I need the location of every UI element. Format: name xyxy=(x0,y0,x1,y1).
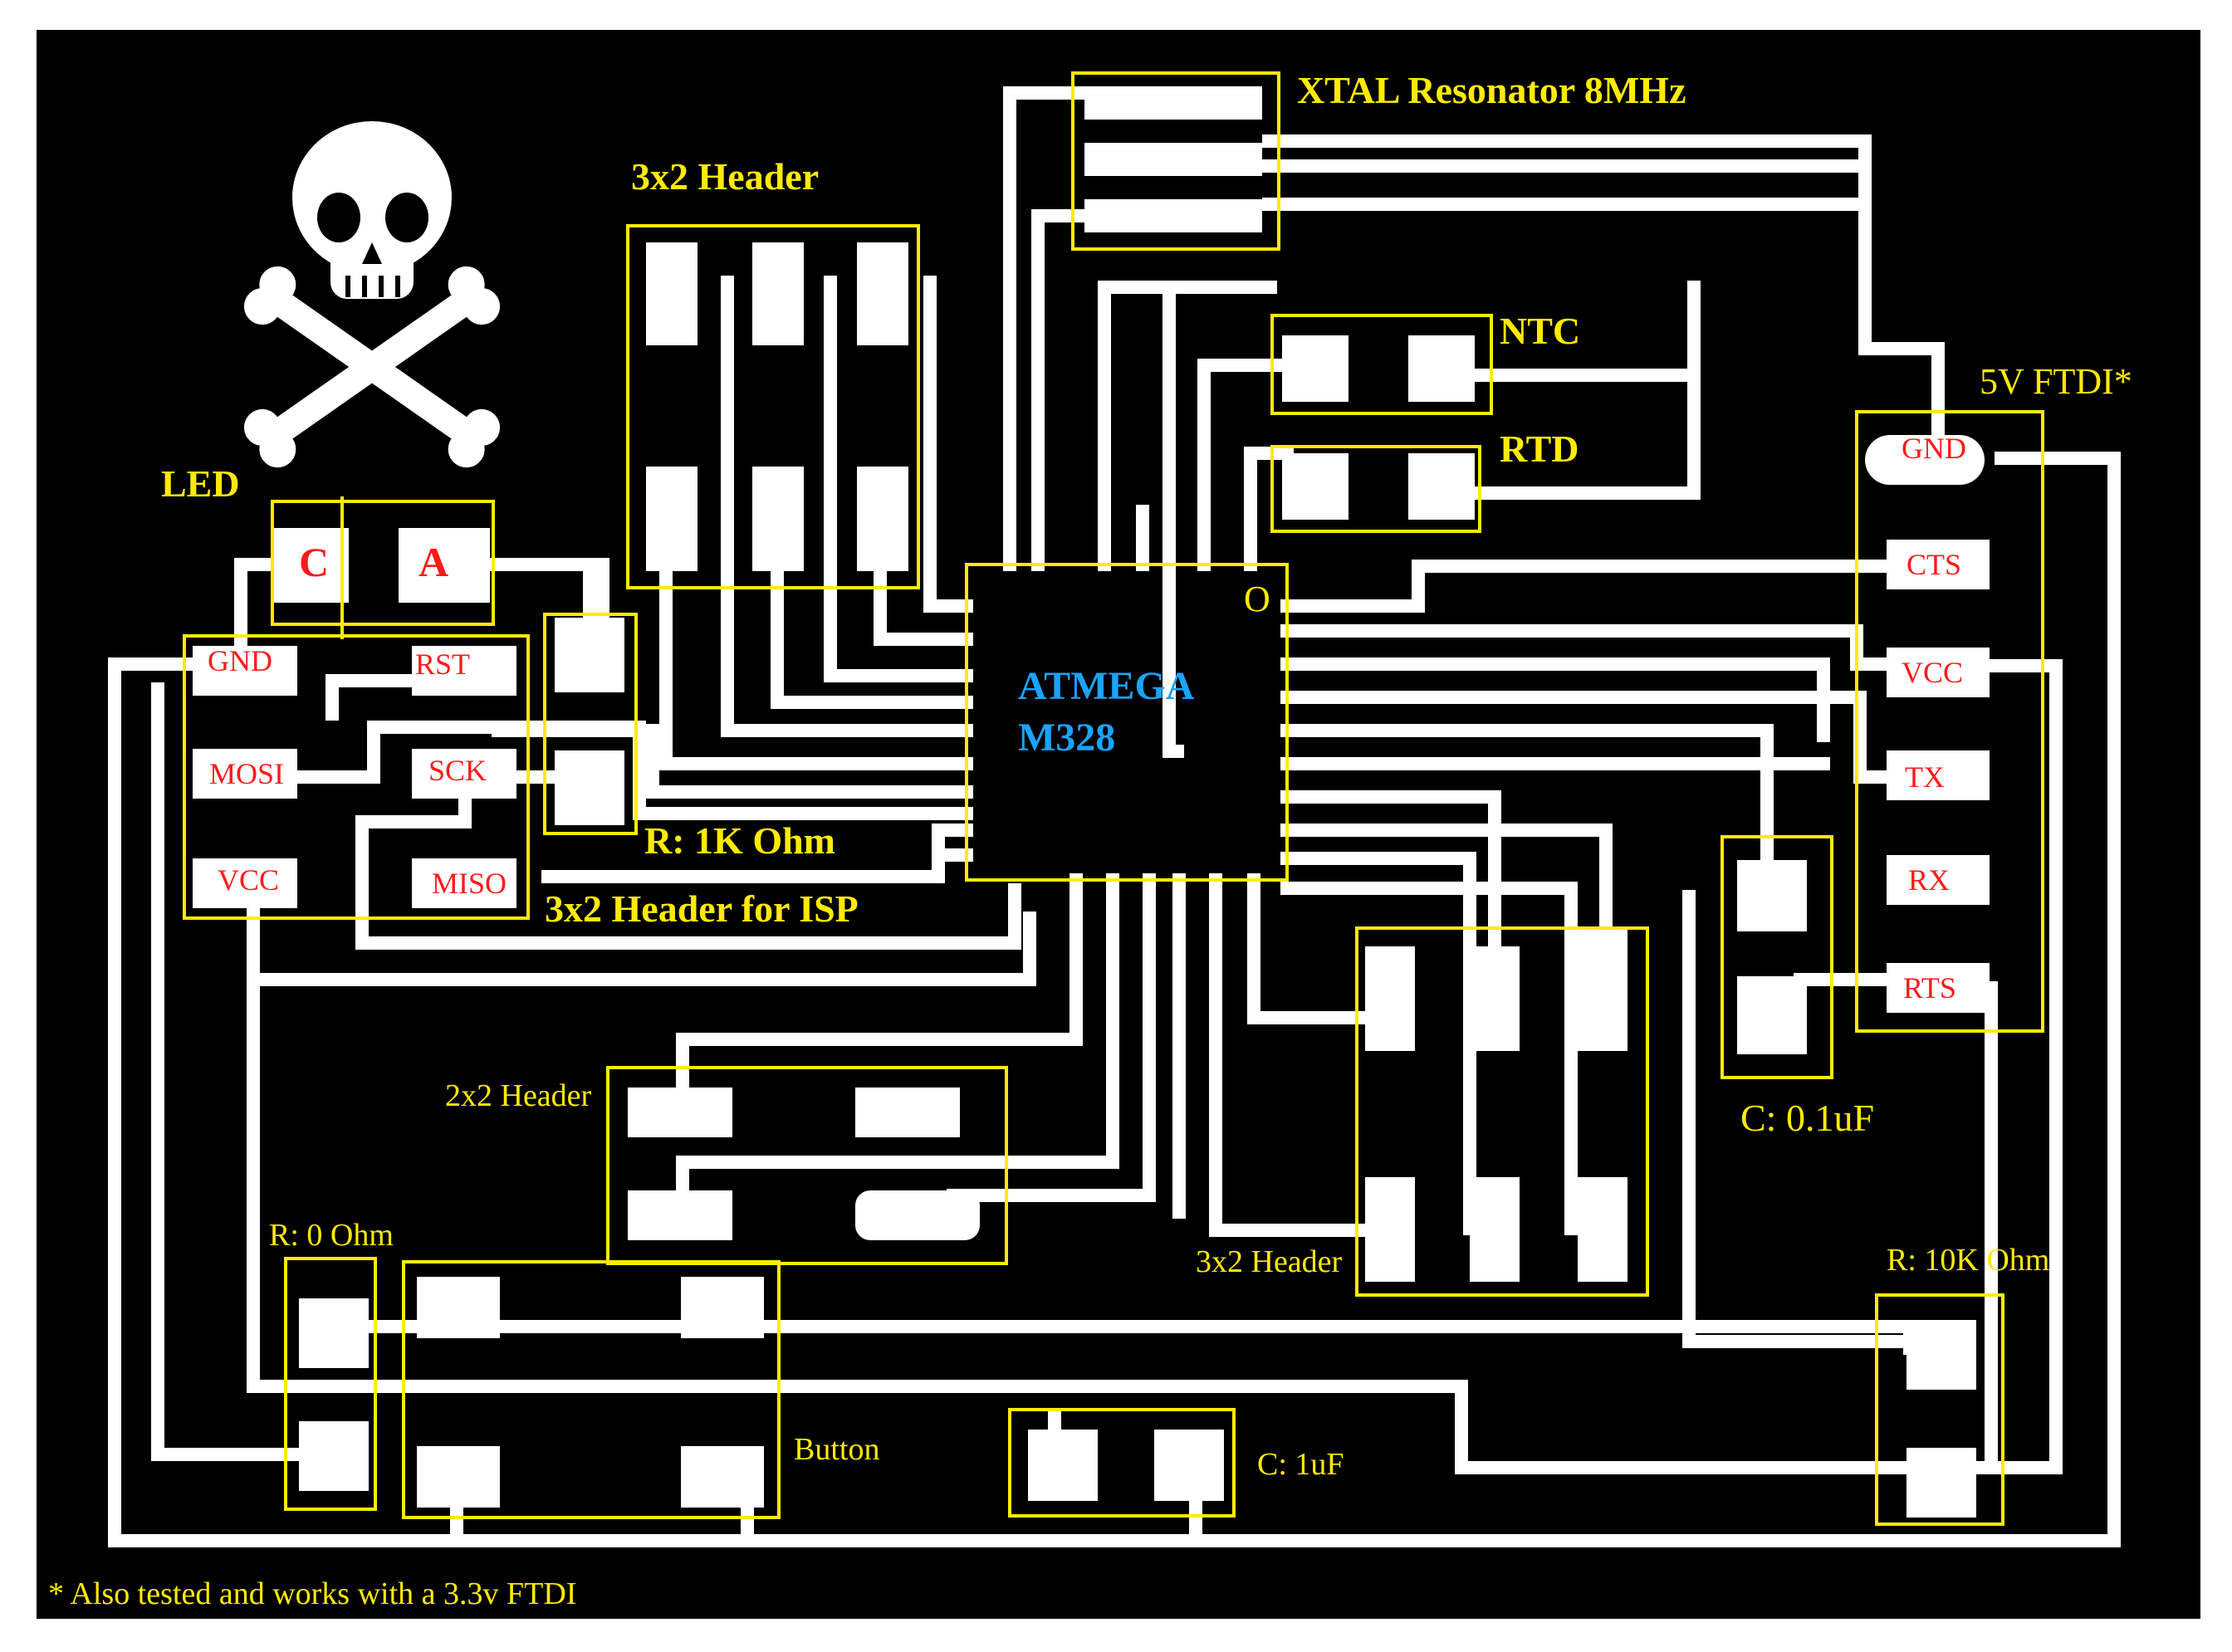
label-led-a: A xyxy=(418,539,448,585)
ftdi-pin-cts: CTS xyxy=(1906,548,1961,581)
label-ftdi: 5V FTDI* xyxy=(1980,361,2132,402)
label-header-top: 3x2 Header xyxy=(631,155,819,198)
ftdi-pin-rts: RTS xyxy=(1903,971,1956,1004)
isp-pin-vcc: VCC xyxy=(218,863,279,897)
label-xtal: XTAL Resonator 8MHz xyxy=(1297,69,1686,111)
label-chip-pin1: O xyxy=(1244,579,1270,619)
isp-pin-miso: MISO xyxy=(432,867,507,900)
label-button: Button xyxy=(794,1432,879,1467)
label-r-10k: R: 10K Ohm xyxy=(1887,1243,2049,1278)
label-chip-line2: M328 xyxy=(1018,716,1115,760)
isp-pin-gnd: GND xyxy=(208,644,272,677)
isp-pin-mosi: MOSI xyxy=(209,757,284,790)
label-c-01uf: C: 0.1uF xyxy=(1740,1097,1874,1139)
skull-and-crossbones-icon xyxy=(243,121,501,468)
component-labels: XTAL Resonator 8MHz 3x2 Header NTC RTD 5… xyxy=(48,69,2132,1611)
label-rtd: RTD xyxy=(1500,428,1579,470)
component-outlines xyxy=(183,71,2044,1526)
ftdi-pin-gnd: GND xyxy=(1902,432,1966,465)
label-ntc: NTC xyxy=(1500,310,1580,352)
label-r-0: R: 0 Ohm xyxy=(269,1218,394,1253)
label-r-1k: R: 1K Ohm xyxy=(644,819,835,862)
label-c-1uf: C: 1uF xyxy=(1257,1447,1344,1482)
ftdi-pin-tx: TX xyxy=(1905,760,1945,794)
label-header-3x2-bottom: 3x2 Header xyxy=(1196,1244,1343,1279)
footnote: * Also tested and works with a 3.3v FTDI xyxy=(48,1576,576,1611)
ftdi-pin-labels: GND CTS VCC TX RX RTS xyxy=(1902,432,1966,1004)
pads xyxy=(193,86,1990,1518)
label-header-2x2: 2x2 Header xyxy=(445,1078,592,1113)
isp-pin-rst: RST xyxy=(415,648,470,681)
label-led: LED xyxy=(161,462,240,505)
isp-pin-sck: SCK xyxy=(428,754,487,787)
ftdi-pin-vcc: VCC xyxy=(1902,656,1963,689)
label-chip-line1: ATMEGA xyxy=(1018,664,1195,708)
ftdi-pin-rx: RX xyxy=(1908,863,1950,897)
label-isp: 3x2 Header for ISP xyxy=(545,887,859,930)
label-led-c: C xyxy=(299,539,329,585)
isp-pin-labels: GND RST MOSI SCK VCC MISO xyxy=(208,644,507,900)
